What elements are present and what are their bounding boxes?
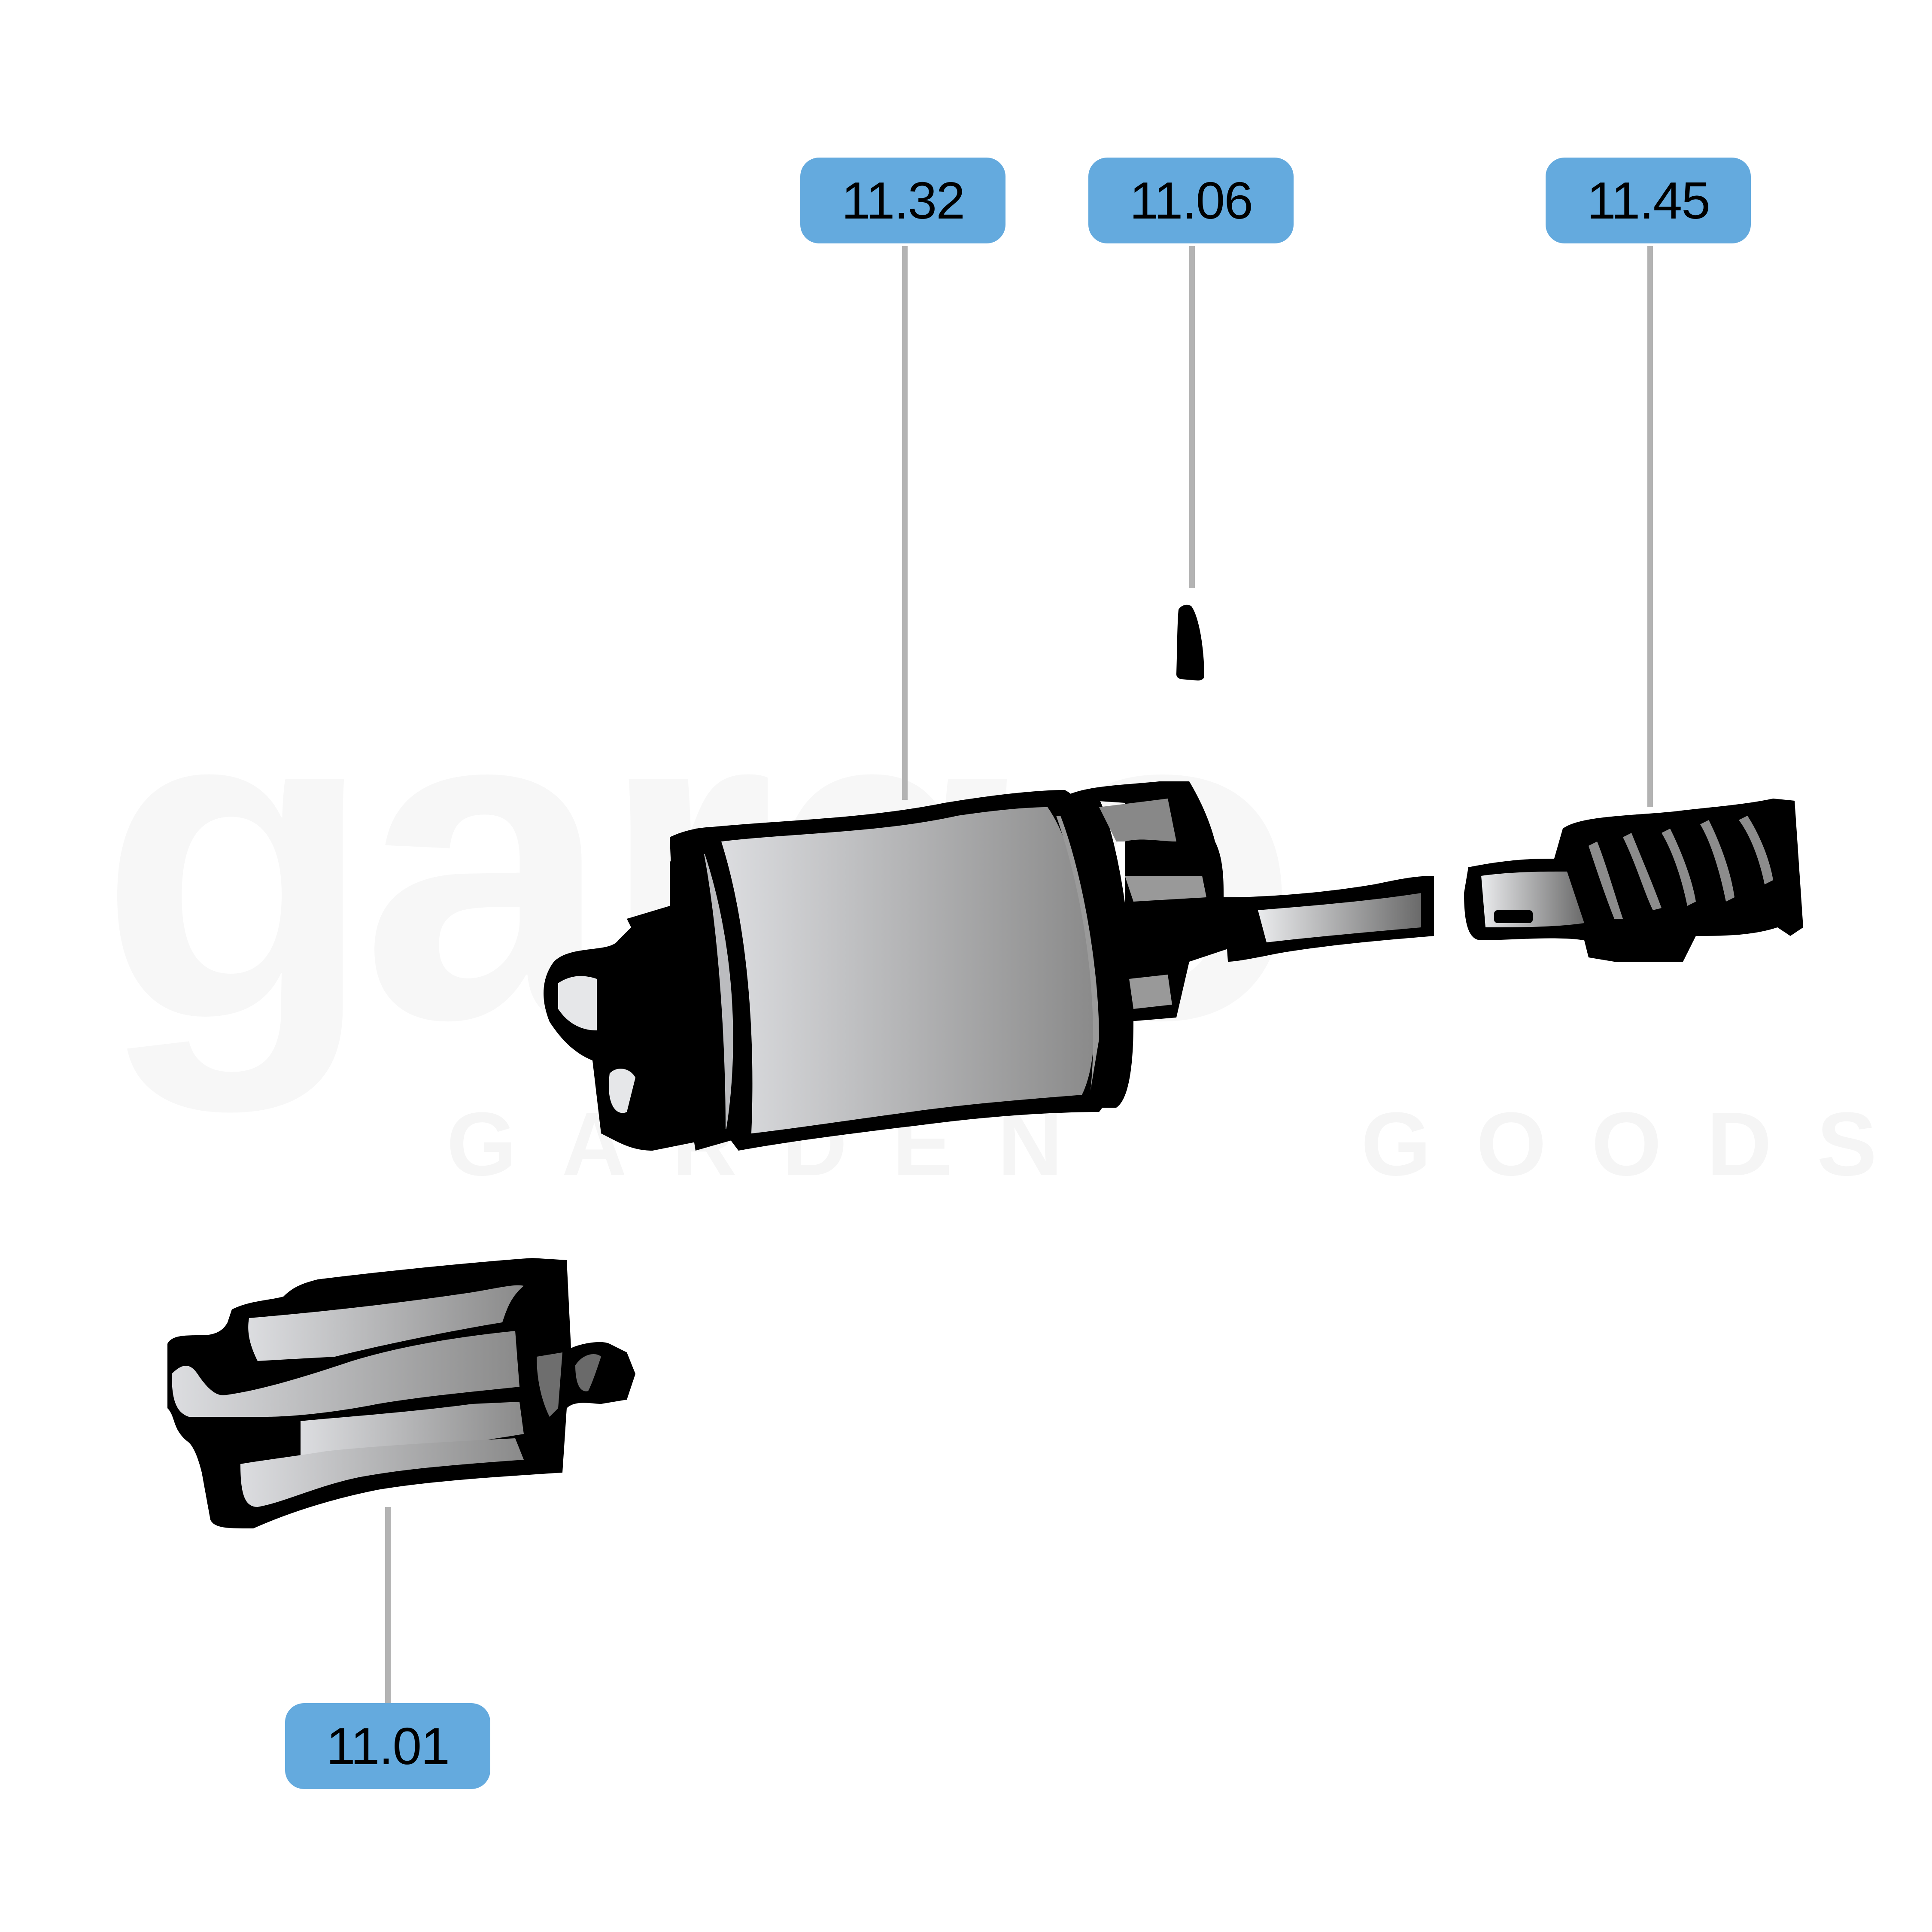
armature-part[interactable]: [544, 781, 1434, 1151]
leader-line-11-06: [1189, 246, 1195, 588]
callout-11-45[interactable]: 11.45: [1546, 158, 1751, 243]
leader-line-11-45: [1647, 246, 1653, 807]
pin-part[interactable]: [1176, 605, 1204, 680]
callout-11-32[interactable]: 11.32: [800, 158, 1005, 243]
worm-gear-part[interactable]: [1464, 799, 1803, 962]
callout-label: 11.45: [1586, 171, 1710, 230]
leader-line-11-01: [385, 1507, 391, 1703]
callout-11-01[interactable]: 11.01: [285, 1703, 490, 1789]
callout-label: 11.06: [1129, 171, 1253, 230]
brush-holder-part[interactable]: [167, 1258, 635, 1528]
callout-11-06[interactable]: 11.06: [1088, 158, 1294, 243]
leader-line-11-32: [902, 246, 908, 800]
callout-label: 11.32: [841, 171, 965, 230]
callout-label: 11.01: [326, 1717, 450, 1775]
